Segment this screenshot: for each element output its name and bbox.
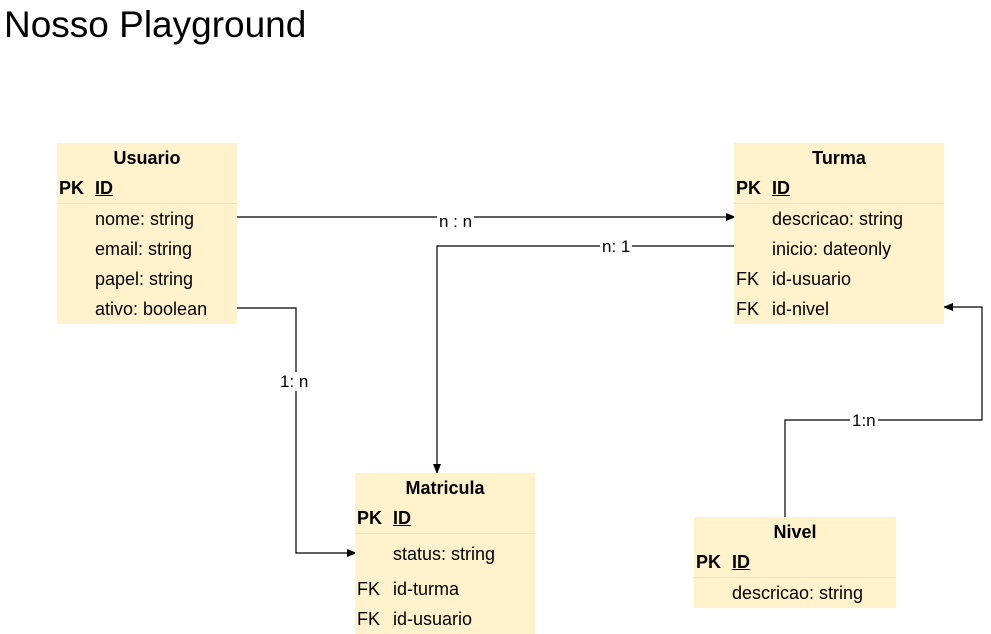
field-row[interactable]: nome: string	[57, 204, 237, 234]
label-turma-matricula: n: 1	[600, 237, 633, 256]
entity-title: Turma	[812, 148, 866, 168]
edge-nivel-turma[interactable]	[784, 303, 983, 517]
label-usuario-matricula: 1: n	[278, 372, 311, 391]
label-usuario-turma: n : n	[437, 212, 475, 231]
pk-marker: PK	[59, 178, 85, 198]
pk-field: ID	[732, 552, 750, 572]
key-marker: FK	[736, 299, 760, 319]
entity-title: Nivel	[773, 522, 817, 542]
field-row[interactable]: descricao: string	[734, 204, 944, 234]
entity-title: Matricula	[405, 478, 485, 498]
key-marker: FK	[736, 269, 760, 289]
field-row[interactable]: papel: string	[57, 264, 237, 294]
pk-row[interactable]: PK ID	[734, 173, 944, 204]
pk-field: ID	[95, 178, 113, 198]
field-row[interactable]: FK id-usuario	[355, 604, 535, 634]
pk-marker: PK	[696, 552, 722, 572]
field-row[interactable]: FK id-nivel	[734, 294, 944, 324]
field-row[interactable]: status: string	[355, 534, 535, 574]
pk-row[interactable]: PK ID	[694, 547, 896, 578]
field-row[interactable]: FK id-turma	[355, 574, 535, 604]
pk-row[interactable]: PK ID	[355, 503, 535, 534]
field-name: id-usuario	[393, 609, 473, 629]
label-nivel-turma: 1:n	[850, 411, 878, 430]
entity-title: Usuario	[113, 148, 181, 168]
page-title: Nosso Playground	[4, 4, 307, 45]
entity-matricula[interactable]: Matricula PK ID status: string FK id-turm…	[355, 473, 535, 634]
field-row[interactable]: ativo: boolean	[57, 294, 237, 324]
pk-marker: PK	[357, 508, 383, 528]
key-marker: FK	[357, 579, 381, 599]
edge-usuario-matricula[interactable]	[237, 307, 357, 557]
field-name: papel: string	[95, 269, 194, 289]
field-name: id-nivel	[772, 299, 830, 319]
pk-row[interactable]: PK ID	[57, 173, 237, 204]
entity-nivel[interactable]: Nivel PK ID descricao: string	[694, 517, 896, 608]
field-row[interactable]: descricao: string	[694, 578, 896, 608]
pk-field: ID	[393, 508, 411, 528]
pk-marker: PK	[736, 178, 762, 198]
edge-turma-matricula[interactable]	[433, 245, 735, 474]
key-marker: FK	[357, 609, 381, 629]
pk-field: ID	[772, 178, 790, 198]
field-row[interactable]: FK id-usuario	[734, 264, 944, 294]
field-name: descricao: string	[772, 209, 904, 229]
field-name: email: string	[95, 239, 193, 259]
field-row[interactable]: email: string	[57, 234, 237, 264]
field-name: inicio: dateonly	[772, 239, 892, 259]
field-name: status: string	[393, 544, 496, 564]
field-name: descricao: string	[732, 583, 864, 603]
entity-usuario[interactable]: Usuario PK ID nome: string email: string…	[57, 143, 237, 324]
field-name: nome: string	[95, 209, 195, 229]
entity-turma[interactable]: Turma PK ID descricao: string inicio: da…	[734, 143, 944, 324]
field-name: id-turma	[393, 579, 460, 599]
field-row[interactable]: inicio: dateonly	[734, 234, 944, 264]
field-name: ativo: boolean	[95, 299, 208, 319]
field-name: id-usuario	[772, 269, 852, 289]
